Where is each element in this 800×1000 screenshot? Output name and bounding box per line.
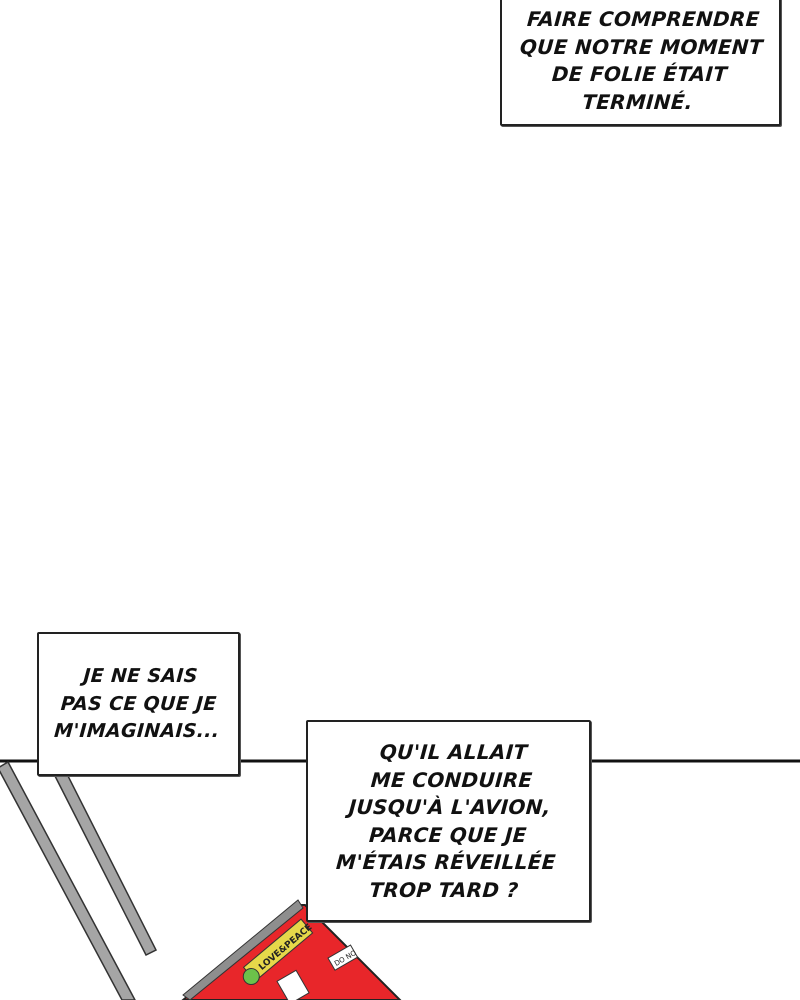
suitcase-handle bbox=[0, 760, 158, 1000]
narration-text: JE NE SAIS PAS CE QUE JE M'IMAGINAIS... bbox=[53, 664, 221, 742]
narration-box-top: FAIRE COMPRENDRE QUE NOTRE MOMENT DE FOL… bbox=[500, 0, 781, 126]
suitcase: LOVE&PEACE DO NO bbox=[181, 899, 402, 1000]
narration-box-left: JE NE SAIS PAS CE QUE JE M'IMAGINAIS... bbox=[37, 632, 240, 776]
narration-box-right: QU'IL ALLAIT ME CONDUIRE JUSQU'À L'AVION… bbox=[306, 720, 591, 922]
narration-text: QU'IL ALLAIT ME CONDUIRE JUSQU'À L'AVION… bbox=[335, 739, 557, 902]
label-sticker bbox=[276, 969, 310, 1000]
narration-text: FAIRE COMPRENDRE QUE NOTRE MOMENT DE FOL… bbox=[519, 7, 764, 114]
